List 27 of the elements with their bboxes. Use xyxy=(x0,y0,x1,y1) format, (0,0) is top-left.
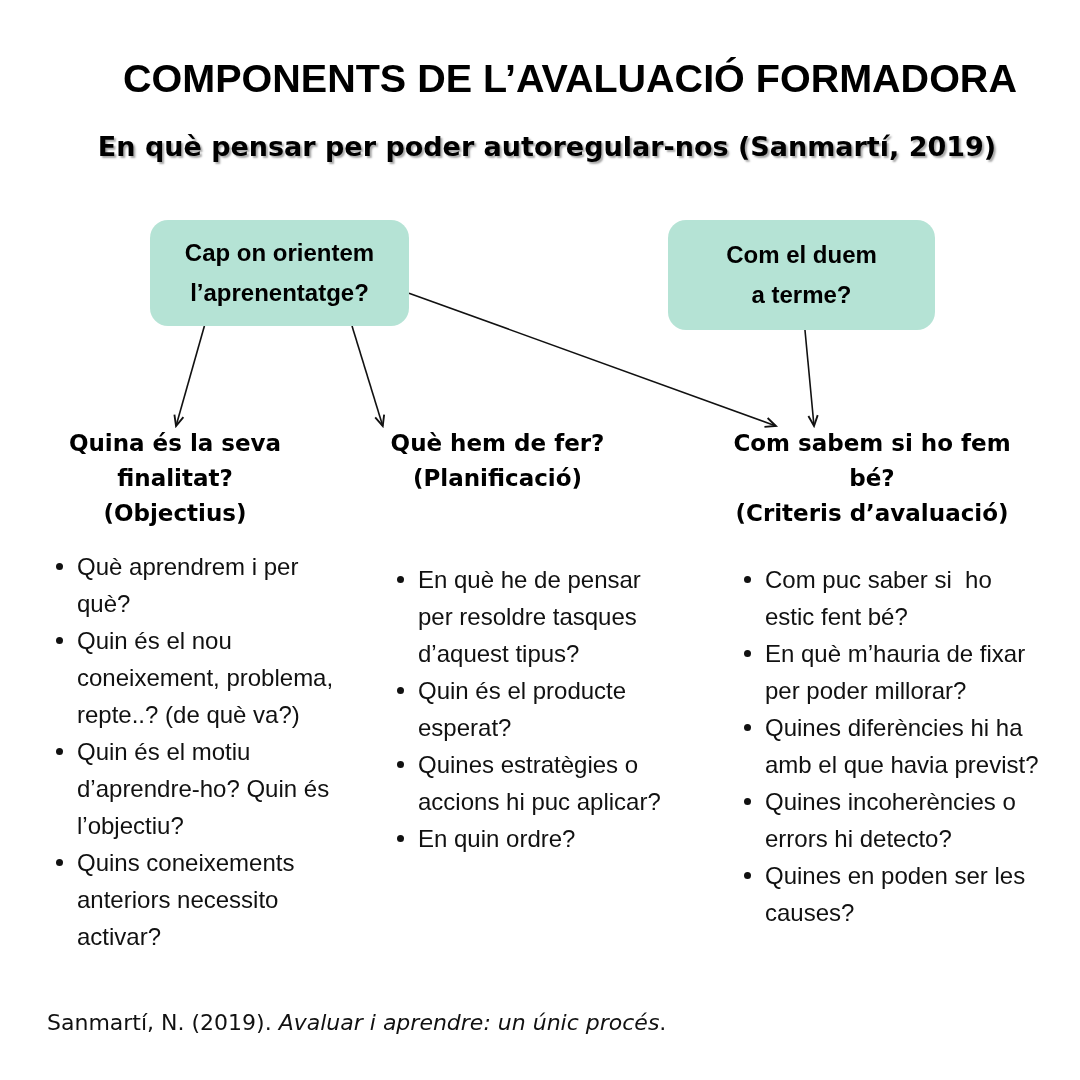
bullet-text: En quin ordre? xyxy=(418,824,577,854)
question-box xyxy=(668,220,935,330)
bullet-text: Com puc saber si ho estic fent bé? xyxy=(765,565,993,632)
reference-text: Sanmartí, N. (2019). Avaluar i aprendre: un únic procés. xyxy=(47,1010,667,1035)
arrow xyxy=(173,325,206,427)
bullet-text: Quin és el producte esperat? xyxy=(418,676,628,743)
bullet-text: Quin és el motiu d’aprendre-ho? Quin és l’objectiu? xyxy=(77,737,331,841)
bullet-text: En què m’hauria de fixar per poder millorar? xyxy=(765,639,1027,706)
arrow xyxy=(408,292,777,428)
bullet-text: En què he de pensar per resoldre tasques d’aquest tipus? xyxy=(418,565,642,669)
title: COMPONENTS DE L’AVALUACIÓ FORMADORA xyxy=(122,56,1018,101)
bullet-text: Què aprendrem i per què? xyxy=(77,552,300,619)
question-box xyxy=(150,220,409,326)
arrow xyxy=(351,325,386,427)
bullet-text: Quines incoherències o errors hi detecto? xyxy=(765,787,1017,854)
box-text: Cap on orientem l’aprenentatge? xyxy=(183,238,376,308)
bullet-text: Quin és el nou coneixement, problema, repte..? (de què va?) xyxy=(77,626,335,730)
bullet-text: Quines estratègies o accions hi puc aplicar? xyxy=(418,750,662,817)
bullet-text: Quins coneixements anteriors necessito activar? xyxy=(77,848,296,952)
column-heading: Com sabem si ho fem bé? (Criteris d’avaluació) xyxy=(717,426,1027,531)
arrow xyxy=(804,329,819,427)
column-heading: Quina és la seva finalitat? (Objectius) xyxy=(45,426,305,531)
bullet-text: Quines en poden ser les causes? xyxy=(765,861,1027,928)
bullet-text: Quines diferències hi ha amb el que havia previst? xyxy=(765,713,1040,780)
column-heading: Què hem de fer? (Planificació) xyxy=(370,426,625,496)
subtitle: En què pensar per poder autoregular-nos (Sanmartí, 2019) xyxy=(96,131,998,162)
box-text: Com el duem a terme? xyxy=(725,240,878,310)
